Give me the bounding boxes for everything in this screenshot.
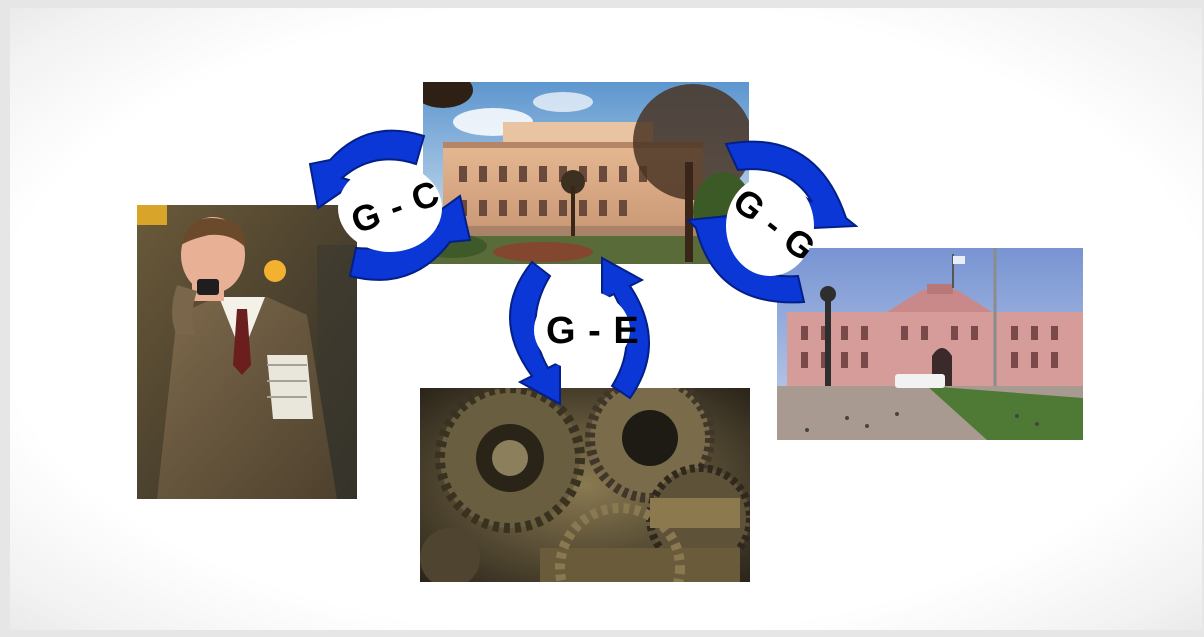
g-e-cycle: G - E [490, 256, 670, 406]
government-palace-photo [777, 248, 1083, 440]
diagram-canvas: G - C G - E G - G [10, 8, 1202, 630]
enterprise-photo [420, 388, 750, 582]
g-e-cycle-arrows-icon [509, 256, 650, 406]
g-e-label: G - E [546, 310, 640, 352]
g-c-cycle: G - C [292, 124, 482, 284]
citizen-photo [137, 205, 357, 499]
g-g-cycle: G - G [685, 132, 859, 312]
g-g-cycle-arrows-icon [685, 140, 859, 304]
g-c-cycle-arrows-icon [308, 129, 472, 281]
